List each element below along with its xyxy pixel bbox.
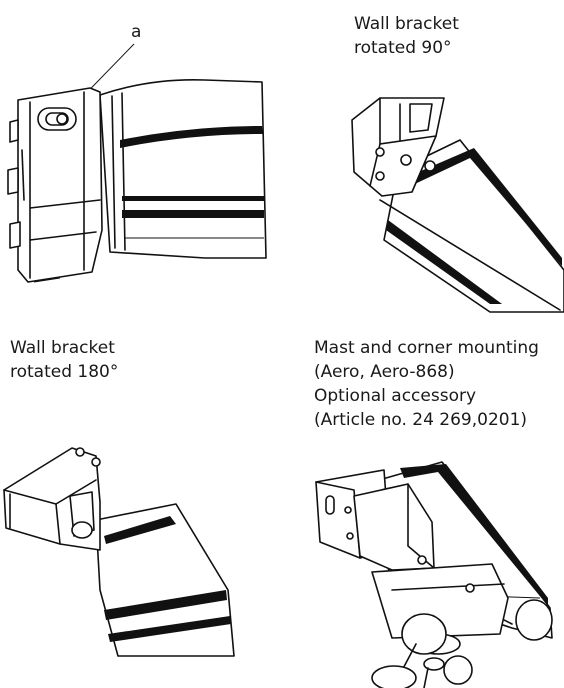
caption-line: rotated 90° [354, 38, 452, 58]
caption-line: (Article no. 24 269,0201) [314, 410, 528, 430]
caption-bracket-90: Wall bracket rotated 90° [354, 12, 459, 60]
caption-line: (Aero, Aero-868) [314, 362, 455, 382]
caption-line: Wall bracket [10, 338, 115, 358]
caption-line: rotated 180° [10, 362, 119, 382]
mast-mounting-drawing [315, 461, 553, 688]
caption-line: Mast and corner mounting [314, 338, 539, 358]
callout-label-a: a [131, 22, 142, 42]
bracket-90-drawing [351, 97, 564, 313]
bracket-180-drawing [3, 447, 235, 657]
caption-mast-mounting: Mast and corner mounting (Aero, Aero-868… [314, 336, 539, 432]
caption-line: Optional accessory [314, 386, 477, 406]
side-view-drawing [7, 43, 267, 283]
caption-line: Wall bracket [354, 14, 459, 34]
caption-bracket-180: Wall bracket rotated 180° [10, 336, 118, 384]
